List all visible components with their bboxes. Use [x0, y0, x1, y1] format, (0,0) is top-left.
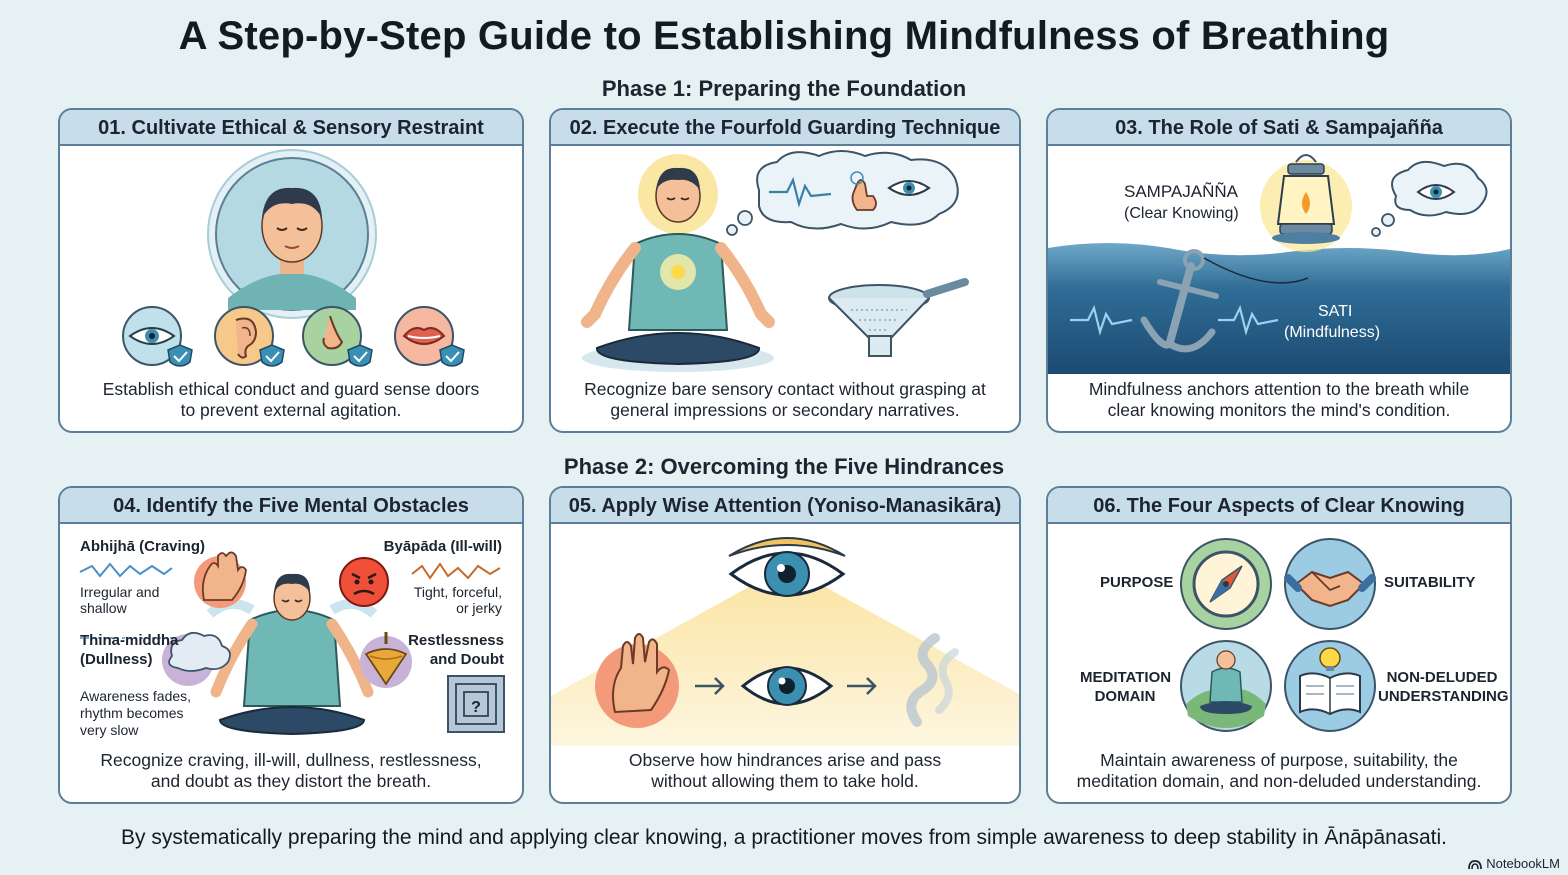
dullness-desc-line1: Awareness fades,	[80, 688, 192, 704]
top-eye-icon	[728, 537, 846, 597]
sati-sublabel: (Mindfulness)	[1284, 324, 1381, 341]
arrow-icon	[847, 677, 877, 695]
lantern-icon	[1260, 154, 1352, 252]
card-05-caption: Observe how hindrances arise and pass wi…	[561, 750, 1009, 792]
open-hand-icon	[595, 633, 679, 728]
purpose-label: PURPOSE	[1100, 574, 1174, 591]
card-05-caption-line1: Observe how hindrances arise and pass	[628, 750, 942, 770]
card-05-illustration	[551, 526, 1019, 751]
arrow-icon	[695, 677, 725, 695]
book-bulb-icon	[1284, 640, 1376, 732]
suitability-label: SUITABILITY	[1384, 574, 1476, 591]
phase-1-title: Phase 1: Preparing the Foundation	[601, 76, 967, 101]
smoke-icon	[906, 633, 959, 727]
card-02-header: 02. Execute the Fourfold Guarding Techni…	[551, 110, 1019, 146]
card-01-illustration	[60, 148, 522, 388]
card-02-caption: Recognize bare sensory contact without g…	[561, 379, 1009, 421]
dullness-desc-line2: rhythm becomes	[80, 705, 184, 721]
card-01-header: 01. Cultivate Ethical & Sensory Restrain…	[60, 110, 522, 146]
anchor-icon	[1140, 249, 1309, 353]
card-01-caption: Establish ethical conduct and guard sens…	[70, 379, 512, 421]
card-02-illustration	[551, 148, 1019, 383]
meditation-domain-label-line2: DOMAIN	[1094, 688, 1156, 705]
dullness-desc-line3: very slow	[80, 722, 139, 738]
phase-2-title: Phase 2: Overcoming the Five Hindrances	[563, 454, 1005, 479]
handshake-icon	[1284, 538, 1376, 630]
card-03-caption: Mindfulness anchors attention to the bre…	[1058, 379, 1500, 421]
nose-icon	[302, 306, 373, 367]
card-04-caption-line1: Recognize craving, ill-will, dullness, r…	[100, 750, 482, 770]
brand-watermark: NotebookLM	[1468, 856, 1560, 871]
sampajanna-sublabel: (Clear Knowing)	[1124, 205, 1239, 222]
card-02-caption-line1: Recognize bare sensory contact without g…	[584, 379, 986, 399]
meditation-domain-label-line1: MEDITATION	[1080, 669, 1172, 686]
angry-face-icon	[339, 557, 389, 607]
illwill-desc-line1: Tight, forceful,	[413, 584, 502, 600]
svg-text:?: ?	[471, 699, 481, 716]
craving-label: Abhijhā (Craving)	[80, 538, 206, 555]
meditator-glow-icon	[581, 154, 775, 372]
dullness-label-line1: Thina-middha	[80, 632, 179, 649]
meditator-face-icon	[228, 187, 356, 310]
card-03-illustration	[1048, 148, 1510, 379]
craving-desc-line2: shallow	[80, 600, 127, 616]
card-03-header: 03. The Role of Sati & Sampajañña	[1048, 110, 1510, 146]
card-02-caption-line2: general impressions or secondary narrati…	[610, 400, 960, 420]
card-06-caption-line2: meditation domain, and non-deluded under…	[1076, 771, 1482, 791]
card-06-caption: Maintain awareness of purpose, suitabili…	[1058, 750, 1500, 792]
card-05-wise-attention: 05. Apply Wise Attention (Yoniso-Manasik…	[549, 486, 1021, 804]
card-04-caption: Recognize craving, ill-will, dullness, r…	[70, 750, 512, 792]
card-04-illustration: ?	[60, 526, 522, 741]
center-eye-icon	[740, 666, 834, 706]
card-04-header: 04. Identify the Five Mental Obstacles	[60, 488, 522, 524]
brand-label: NotebookLM	[1486, 856, 1560, 871]
summary-footer: By systematically preparing the mind and…	[120, 826, 1447, 849]
page-title: A Step-by-Step Guide to Establishing Min…	[178, 14, 1390, 58]
eye-cloud-icon	[1371, 160, 1488, 237]
restless-label-line1: Restlessness	[408, 632, 504, 649]
grasping-hand-icon	[194, 551, 247, 608]
illwill-label: Byāpāda (Ill-will)	[383, 538, 502, 555]
card-06-four-aspects: 06. The Four Aspects of Clear Knowing	[1046, 486, 1512, 804]
card-06-caption-line1: Maintain awareness of purpose, suitabili…	[1100, 750, 1458, 770]
sieve-icon	[828, 278, 969, 357]
card-03-sati-sampajanna: 03. The Role of Sati & Sampajañña	[1046, 108, 1512, 433]
restless-label-line2: and Doubt	[429, 651, 504, 668]
card-04-caption-line2: and doubt as they distort the breath.	[150, 771, 432, 791]
dullness-label-line2: (Dullness)	[80, 651, 153, 668]
card-01-caption-line1: Establish ethical conduct and guard sens…	[102, 379, 480, 399]
card-05-caption-line2: without allowing them to take hold.	[651, 771, 919, 791]
non-deluded-label-line2: UNDERSTANDING	[1378, 688, 1509, 705]
card-03-caption-line2: clear knowing monitors the mind's condit…	[1107, 400, 1451, 420]
eye-icon	[122, 306, 193, 367]
water-shape	[1048, 243, 1510, 374]
card-02-fourfold-guarding: 02. Execute the Fourfold Guarding Techni…	[549, 108, 1021, 433]
card-01-ethical-restraint: 01. Cultivate Ethical & Sensory Restrain…	[58, 108, 524, 433]
maze-icon: ?	[447, 675, 505, 733]
card-03-caption-line1: Mindfulness anchors attention to the bre…	[1088, 379, 1470, 399]
mouth-icon	[394, 306, 465, 367]
compass-icon	[1180, 538, 1272, 630]
card-05-header: 05. Apply Wise Attention (Yoniso-Manasik…	[551, 488, 1019, 524]
card-06-illustration	[1048, 526, 1510, 751]
notebooklm-logo-icon	[1468, 859, 1483, 869]
ear-icon	[214, 306, 285, 367]
craving-desc-line1: Irregular and	[80, 584, 160, 600]
sampajanna-label: SAMPAJAÑÑA	[1124, 182, 1238, 201]
meditator-center-icon	[206, 573, 378, 736]
meditation-domain-icon	[1180, 640, 1272, 732]
card-04-five-obstacles: 04. Identify the Five Mental Obstacles	[58, 486, 524, 804]
storm-cloud-icon	[162, 631, 231, 686]
sati-label: SATI	[1318, 303, 1353, 320]
card-01-caption-line2: to prevent external agitation.	[180, 400, 402, 420]
thought-cloud-icon	[726, 150, 959, 236]
non-deluded-label-line1: NON-DELUDED	[1386, 669, 1498, 686]
illwill-desc-line2: or jerky	[456, 600, 502, 616]
card-06-header: 06. The Four Aspects of Clear Knowing	[1048, 488, 1510, 524]
spinning-top-icon	[360, 632, 412, 688]
